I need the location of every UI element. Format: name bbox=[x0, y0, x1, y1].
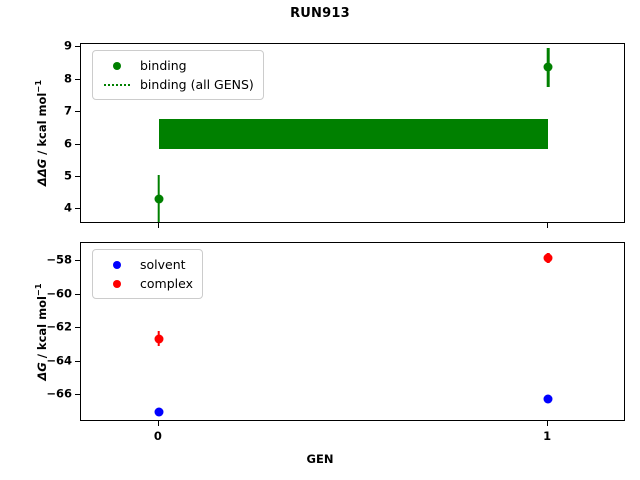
y-tick-label: −62 bbox=[46, 319, 72, 334]
y-tick-mark bbox=[75, 293, 80, 295]
y-tick-label: 9 bbox=[63, 38, 72, 53]
y-tick-mark bbox=[75, 111, 80, 113]
y-tick-label: 6 bbox=[63, 135, 72, 150]
y-tick-label: 5 bbox=[63, 168, 72, 183]
y-tick-label: −64 bbox=[46, 353, 72, 368]
y-tick-mark bbox=[75, 394, 80, 396]
x-tick-label: 0 bbox=[153, 429, 162, 443]
x-tick-mark bbox=[157, 223, 159, 228]
legend-label-solvent: solvent bbox=[140, 257, 186, 272]
datapoint-solvent[interactable] bbox=[543, 394, 553, 404]
datapoint-binding[interactable] bbox=[154, 194, 164, 204]
datapoint-complex[interactable] bbox=[543, 253, 553, 263]
datapoint-solvent[interactable] bbox=[154, 407, 164, 417]
legend-bottom[interactable]: solvent complex bbox=[92, 249, 203, 299]
legend-item-binding[interactable]: binding bbox=[100, 56, 254, 75]
legend-item-solvent[interactable]: solvent bbox=[100, 255, 193, 274]
y-tick-mark bbox=[75, 175, 80, 177]
y-tick-label: −60 bbox=[46, 286, 72, 301]
y-tick-label: 4 bbox=[63, 200, 72, 215]
y-tick-mark bbox=[75, 46, 80, 48]
y-tick-label: −58 bbox=[46, 252, 72, 267]
y-tick-mark bbox=[75, 327, 80, 329]
y-tick-mark bbox=[75, 360, 80, 362]
y-tick-label: 7 bbox=[63, 103, 72, 118]
legend-label-complex: complex bbox=[140, 276, 193, 291]
y-tick-mark bbox=[75, 78, 80, 80]
legend-top[interactable]: binding binding (all GENS) bbox=[92, 50, 264, 100]
y-tick-mark bbox=[75, 143, 80, 145]
legend-item-complex[interactable]: complex bbox=[100, 274, 193, 293]
legend-marker-complex-icon bbox=[100, 279, 134, 288]
datapoint-binding[interactable] bbox=[543, 62, 553, 72]
x-tick-mark bbox=[547, 421, 549, 426]
y-tick-label: 8 bbox=[63, 70, 72, 85]
top-plot-axes bbox=[80, 43, 625, 223]
x-tick-mark bbox=[157, 421, 159, 426]
datapoint-complex[interactable] bbox=[154, 334, 164, 344]
legend-item-binding-all-gens[interactable]: binding (all GENS) bbox=[100, 75, 254, 94]
x-tick-mark bbox=[547, 223, 549, 228]
y-tick-label: −66 bbox=[46, 386, 72, 401]
top-plot-area bbox=[81, 44, 624, 222]
y-tick-mark bbox=[75, 208, 80, 210]
band-binding-all-gens- bbox=[158, 119, 549, 149]
x-tick-label: 1 bbox=[543, 429, 552, 443]
bottom-plot-axes bbox=[80, 242, 625, 421]
bottom-plot-area bbox=[81, 243, 624, 420]
legend-label-binding: binding bbox=[140, 58, 187, 73]
y-tick-mark bbox=[75, 260, 80, 262]
figure-title: RUN913 bbox=[290, 6, 350, 21]
legend-label-binding-all-gens: binding (all GENS) bbox=[140, 77, 254, 92]
x-axis-label: GEN bbox=[306, 452, 334, 466]
legend-marker-binding-icon bbox=[100, 61, 134, 70]
legend-marker-solvent-icon bbox=[100, 260, 134, 269]
legend-dotted-line-binding-all-gens-icon bbox=[100, 83, 134, 86]
